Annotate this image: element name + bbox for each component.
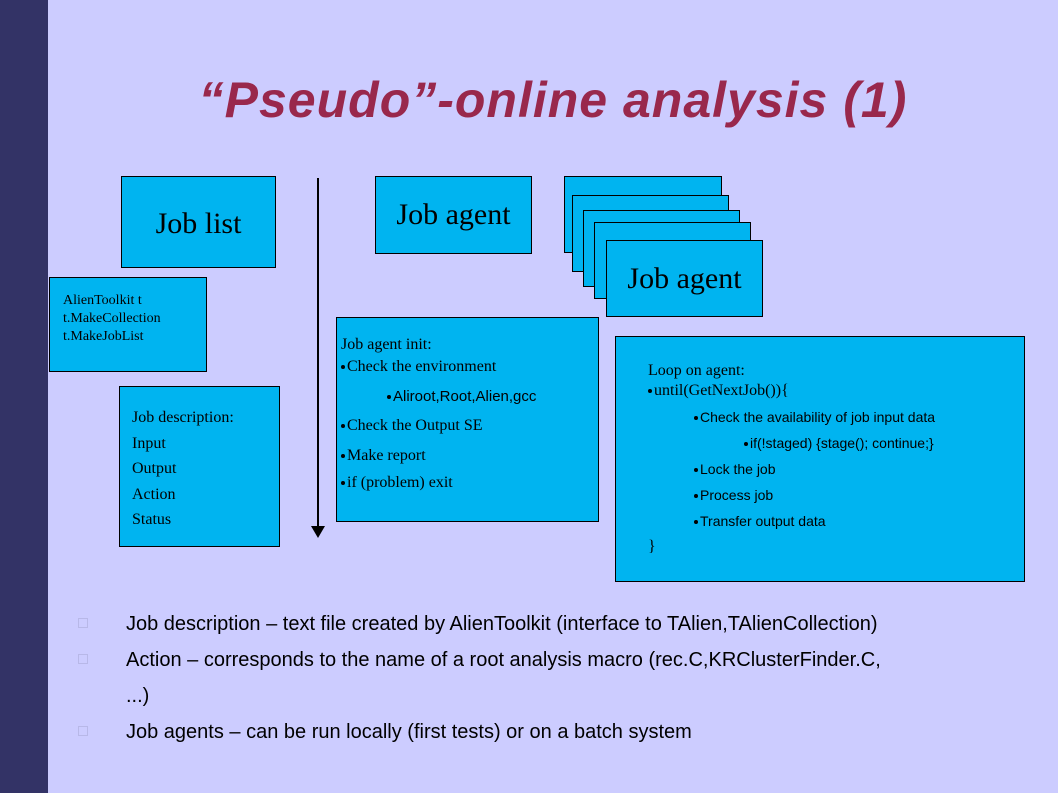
loop-box: Loop on agent: until(GetNextJob()){ Chec… (615, 336, 1025, 582)
bullet-1-text: Job description – text file created by A… (126, 613, 878, 635)
toolkit-line-1: AlienToolkit t (63, 293, 142, 308)
toolkit-line-2: t.MakeCollection (63, 311, 161, 326)
agent-init-item-4: if (problem) exit (341, 472, 598, 494)
flow-arrow-head (311, 526, 325, 538)
slide-title: “Pseudo”-online analysis (1) (198, 72, 908, 128)
agent-init-heading: Job agent init: (341, 336, 432, 353)
bullet-dot-icon (694, 494, 698, 499)
bullet-dot-icon (694, 520, 698, 525)
bullet-2-text-cont: ...) (126, 685, 150, 707)
bullet-dot-icon (341, 424, 345, 429)
job-agent-label: Job agent (396, 198, 511, 231)
bullet-dot-icon (341, 454, 345, 459)
loop-sub-4: Transfer output data (648, 513, 1024, 529)
bullet-square-icon (78, 618, 88, 628)
bullet-item-3: Job agents – can be run locally (first t… (78, 714, 1048, 750)
bullet-item-2: Action – corresponds to the name of a ro… (78, 642, 1048, 714)
loop-close: } (648, 538, 656, 555)
bullet-dot-icon (744, 442, 748, 447)
loop-sub-3: Process job (648, 487, 1024, 503)
agent-init-item-3: Make report (341, 440, 598, 472)
bullet-dot-icon (648, 389, 652, 394)
bullet-square-icon (78, 654, 88, 664)
job-description-input: Input (132, 434, 166, 452)
job-list-box: Job list (121, 176, 276, 268)
job-description-action: Action (132, 485, 176, 503)
flow-arrow-line (317, 178, 319, 528)
loop-item-1: until(GetNextJob()){ (648, 381, 1024, 401)
bullet-dot-icon (341, 481, 345, 486)
toolkit-line-3: t.MakeJobList (63, 329, 144, 344)
loop-sub-1a: if(!staged) {stage(); continue;} (648, 435, 1024, 451)
bullet-dot-icon (694, 416, 698, 421)
bullet-item-1: Job description – text file created by A… (78, 606, 1048, 642)
bullet-dot-icon (387, 395, 391, 400)
bullet-square-icon (78, 726, 88, 736)
agent-init-item-1-sub: Aliroot,Root,Alien,gcc (341, 387, 598, 407)
job-list-label: Job list (155, 207, 242, 240)
loop-sub-2: Lock the job (648, 461, 1024, 477)
bullet-3-text: Job agents – can be run locally (first t… (126, 721, 692, 743)
job-description-output: Output (132, 460, 177, 477)
loop-sub-1: Check the availability of job input data (648, 409, 1024, 425)
job-agent-stack-label: Job agent (627, 261, 742, 295)
left-sidebar-band (0, 0, 48, 793)
agent-init-box: Job agent init: Check the environment Al… (336, 317, 599, 522)
job-agent-box: Job agent (375, 176, 532, 254)
job-description-heading: Job description: (132, 409, 234, 426)
job-agent-stack-front: Job agent (606, 240, 763, 317)
job-description-box: Job description: Input Output Action Sta… (119, 386, 280, 547)
agent-init-item-1: Check the environment (341, 356, 598, 378)
bullet-2-text: Action – corresponds to the name of a ro… (126, 649, 881, 671)
toolkit-box: AlienToolkit t t.MakeCollection t.MakeJo… (49, 277, 207, 372)
job-description-status: Status (132, 511, 172, 528)
bullet-dot-icon (694, 468, 698, 473)
bullet-list: Job description – text file created by A… (78, 606, 1048, 750)
bullet-dot-icon (341, 365, 345, 370)
loop-heading: Loop on agent: (648, 362, 745, 379)
agent-init-item-2: Check the Output SE (341, 412, 598, 440)
